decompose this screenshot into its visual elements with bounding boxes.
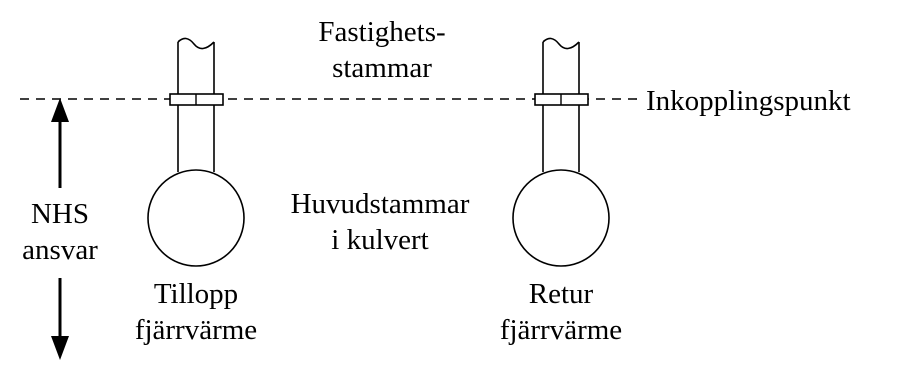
return-pipe <box>512 37 610 267</box>
building-risers-line-1: Fastighets- <box>318 16 446 48</box>
building-risers-line-2: stammar <box>332 52 432 84</box>
arrow-up-head-icon <box>51 98 69 122</box>
return-line-1: Retur <box>528 278 594 310</box>
supply-label: Tillopp fjärrvärme <box>106 276 286 348</box>
return-line-2: fjärrvärme <box>499 314 623 346</box>
main-pipes-label: Huvudstammar i kulvert <box>250 186 510 258</box>
supply-line-2: fjärrvärme <box>134 314 258 346</box>
supply-pipe <box>147 37 245 267</box>
connection-point-label: Inkopplingspunkt <box>646 83 851 119</box>
supply-main-pipe-section <box>147 169 245 267</box>
nhs-responsibility-line-2: ansvar <box>22 234 98 266</box>
responsibility-arrows <box>51 98 69 360</box>
building-risers-label: Fastighets- stammar <box>272 14 492 86</box>
arrow-down-head-icon <box>51 336 69 360</box>
supply-pipe-broken-top <box>177 37 215 50</box>
main-pipes-line-2: i kulvert <box>331 224 429 256</box>
return-pipe-broken-top <box>542 37 580 50</box>
return-main-pipe-section <box>512 169 610 267</box>
return-label: Retur fjärrvärme <box>471 276 651 348</box>
main-pipes-line-1: Huvudstammar <box>290 188 470 220</box>
nhs-responsibility-line-1: NHS <box>30 198 89 230</box>
supply-line-1: Tillopp <box>153 278 239 310</box>
connection-point-text: Inkopplingspunkt <box>646 85 851 117</box>
nhs-responsibility-label: NHS ansvar <box>4 196 116 268</box>
